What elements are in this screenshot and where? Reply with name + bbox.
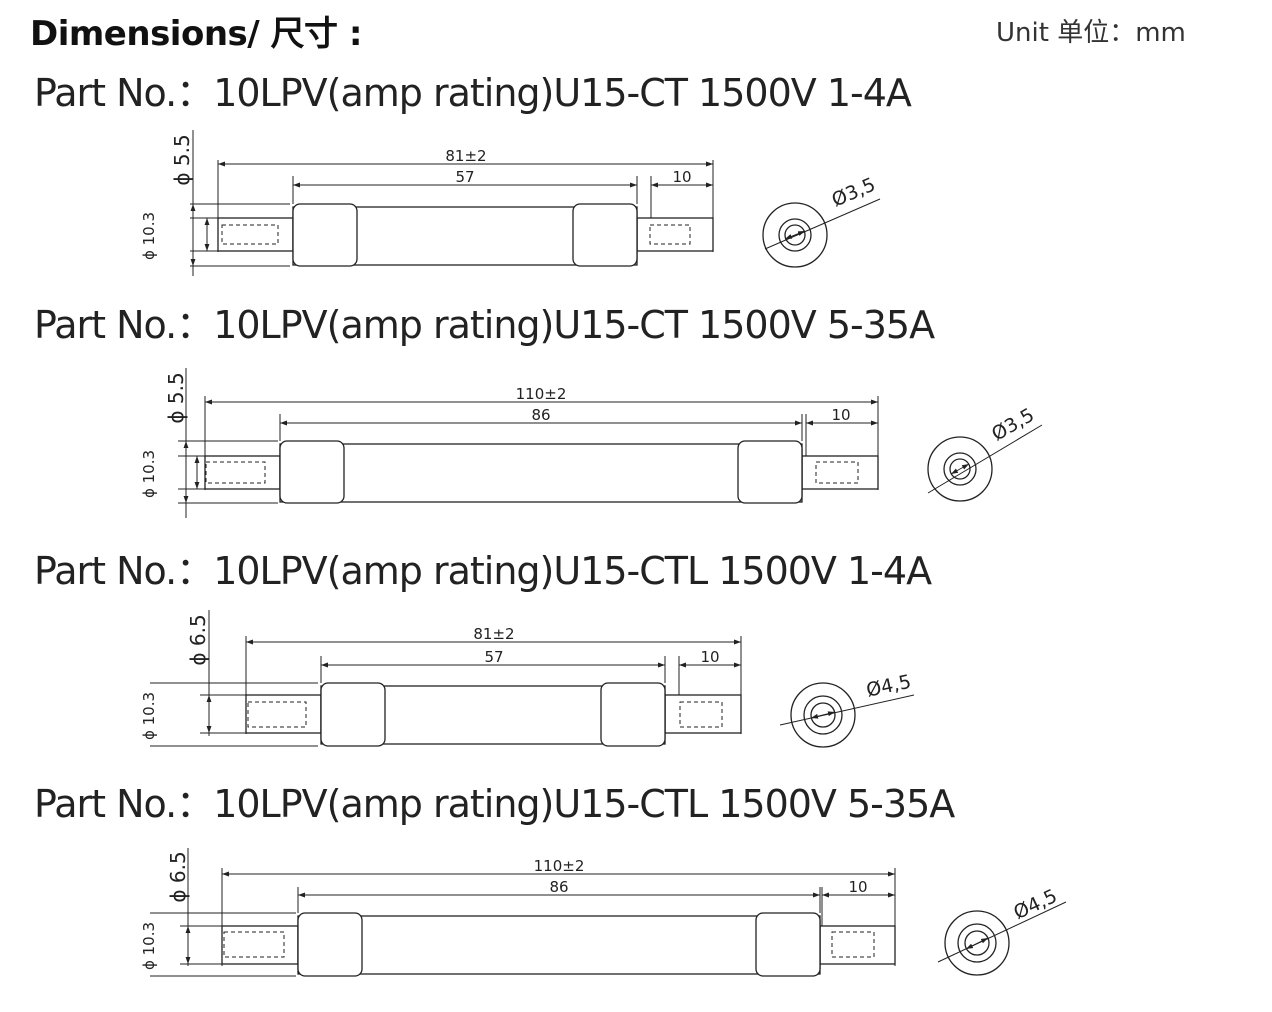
end-view-dia-label: Ø3,5 <box>829 174 879 212</box>
overall-length-label: 81±2 <box>473 625 514 643</box>
terminal-dia-label: ϕ 5.5 <box>170 134 194 185</box>
terminal-length-label: 10 <box>700 648 719 666</box>
body-dia-label: ϕ 10.3 <box>140 212 158 260</box>
part-heading-4: Part No.：10LPV(amp rating)U15-CTL 1500V … <box>34 773 955 828</box>
part-heading-1: Part No.：10LPV(amp rating)U15-CT 1500V 1… <box>34 62 912 117</box>
part-prefix: Part No.： <box>34 303 214 347</box>
part-heading-2: Part No.：10LPV(amp rating)U15-CT 1500V 5… <box>34 294 935 349</box>
overall-length-label: 110±2 <box>516 385 567 403</box>
part-number: 10LPV(amp rating)U15-CT 1500V 5-35A <box>213 303 935 347</box>
end-view-dia-label: Ø4,5 <box>1010 885 1060 924</box>
part-number: 10LPV(amp rating)U15-CTL 1500V 1-4A <box>213 549 932 593</box>
terminal-dia-label: ϕ 6.5 <box>186 614 210 665</box>
terminal-length-label: 10 <box>831 406 850 424</box>
body-dia-label: ϕ 10.3 <box>140 692 158 740</box>
end-view-dia-label: Ø3,5 <box>988 404 1038 446</box>
unit-label: Unit 单位：mm <box>996 18 1186 48</box>
fuse-drawing-2 <box>178 368 1043 518</box>
part-heading-3: Part No.：10LPV(amp rating)U15-CTL 1500V … <box>34 540 932 595</box>
body-length-label: 86 <box>549 878 568 896</box>
part-prefix: Part No.： <box>34 782 214 826</box>
page-title: Dimensions/ 尺寸 : <box>30 14 362 54</box>
fuse-drawing-3 <box>150 610 915 748</box>
fuse-drawing-4 <box>150 848 1067 977</box>
body-length-label: 86 <box>531 406 550 424</box>
overall-length-label: 110±2 <box>534 857 585 875</box>
overall-length-label: 81±2 <box>445 147 486 165</box>
part-prefix: Part No.： <box>34 71 214 115</box>
terminal-dia-label: ϕ 5.5 <box>164 372 188 423</box>
part-prefix: Part No.： <box>34 549 214 593</box>
body-length-label: 57 <box>455 168 474 186</box>
terminal-dia-label: ϕ 6.5 <box>166 851 190 902</box>
body-dia-label: ϕ 10.3 <box>140 450 158 498</box>
body-length-label: 57 <box>484 648 503 666</box>
fuse-drawing-1 <box>190 130 881 276</box>
body-dia-label: ϕ 10.3 <box>140 922 158 970</box>
terminal-length-label: 10 <box>672 168 691 186</box>
terminal-length-label: 10 <box>848 878 867 896</box>
part-number: 10LPV(amp rating)U15-CT 1500V 1-4A <box>213 71 912 115</box>
part-number: 10LPV(amp rating)U15-CTL 1500V 5-35A <box>213 782 955 826</box>
